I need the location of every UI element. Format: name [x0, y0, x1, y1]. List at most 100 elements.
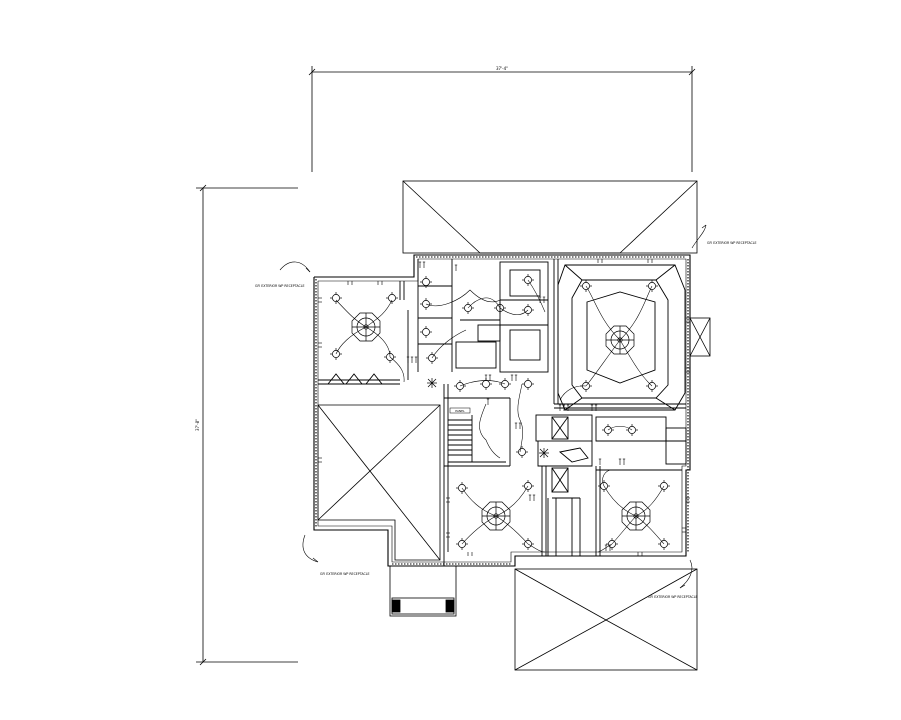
right-bump-roof [689, 317, 711, 357]
receptacle-icon [318, 457, 322, 463]
receptacle-icon [647, 259, 653, 263]
switch-icon [514, 374, 518, 381]
exhaust-fan-icon [427, 378, 437, 388]
light-fixture-icon [602, 424, 614, 436]
light-fixture-icon [454, 380, 466, 392]
receptacles [318, 259, 690, 556]
switch-icon [604, 544, 608, 551]
light-fixture-icon [522, 378, 534, 390]
callout-top-right: GFI EXTERIOR WP RECEPTACLE [691, 224, 757, 249]
light-fixture-icon [494, 302, 506, 314]
light-fixture-icon [646, 280, 658, 292]
exterior-walls [313, 254, 691, 567]
top-roof [402, 180, 698, 254]
callout-lower-left-text: GFI EXTERIOR WP RECEPTACLE [320, 572, 370, 576]
switch-icon [414, 356, 418, 363]
front-porch [389, 565, 457, 617]
switch-icon [598, 458, 602, 465]
light-fixture-icon [330, 348, 342, 360]
switch-icon [618, 458, 622, 465]
switch-icon [418, 261, 422, 268]
wiring [335, 279, 665, 553]
switch-icon [528, 494, 532, 501]
switch-icon [594, 404, 598, 411]
light-fixture-icon [384, 351, 396, 363]
switch-icon [484, 374, 488, 381]
callout-top-right-text: GFI EXTERIOR WP RECEPTACLE [707, 241, 757, 245]
light-fixture-icon [456, 482, 468, 494]
switch-icon [454, 264, 458, 271]
light-fixture-icon [522, 274, 534, 286]
switch-icon [510, 374, 514, 381]
callout-lower-right: GFI EXTERIOR WP RECEPTACLE [648, 559, 698, 599]
switch-icon [538, 296, 542, 303]
light-fixture-icon [658, 480, 670, 492]
light-fixture-icon [658, 538, 670, 550]
light-fixture-icon [626, 424, 638, 436]
light-fixture-icon [420, 298, 432, 310]
receptacle-icon [467, 552, 473, 556]
switch-icon [518, 422, 522, 429]
light-fixture-icon [606, 538, 618, 550]
switch-icon [486, 398, 490, 405]
light-fixture-icon [420, 326, 432, 338]
left-dimension-label: 37'-8" [195, 419, 200, 431]
switch-icon [410, 356, 414, 363]
light-fixture-icon [462, 302, 474, 314]
ceiling-fans [351, 312, 651, 531]
light-fixture-icon [499, 378, 511, 390]
exhaust-fans [427, 378, 549, 458]
light-fixture-icon [598, 480, 610, 492]
receptacle-icon [686, 497, 690, 503]
panel-label: PANEL [449, 407, 471, 414]
switch-icon [406, 356, 410, 363]
switch-icon [542, 296, 546, 303]
top-dimension-label: 37'-4" [496, 66, 508, 71]
receptacle-icon [446, 497, 450, 503]
bottom-roof [514, 568, 698, 671]
receptacle-icon [637, 552, 643, 556]
switch-icon [566, 404, 570, 411]
light-fixture-icon [646, 380, 658, 392]
light-fixture-icon [522, 304, 534, 316]
callout-lower-left: GFI EXTERIOR WP RECEPTACLE [302, 534, 370, 576]
receptacle-icon [377, 281, 383, 285]
interior-walls [318, 259, 687, 566]
light-fixture-icon [386, 292, 398, 304]
switch-icon [562, 404, 566, 411]
receptacle-icon [686, 367, 690, 373]
exhaust-fan-icon [539, 448, 549, 458]
light-fixture-icon [516, 446, 528, 458]
light-fixture-icon [522, 538, 534, 550]
left-garage-roof [317, 404, 441, 561]
ceiling-fan-icon [605, 325, 635, 355]
switch-icon [558, 404, 562, 411]
light-fixture-icon [426, 352, 438, 364]
receptacle-icon [318, 342, 322, 348]
callout-upper-left: GFI EXTERIOR WP RECEPTACLE [255, 261, 311, 288]
switch-icon [488, 374, 492, 381]
callout-lower-right-text: GFI EXTERIOR WP RECEPTACLE [648, 595, 698, 599]
left-dimension: 37'-8" [195, 184, 298, 666]
callout-upper-left-text: GFI EXTERIOR WP RECEPTACLE [255, 284, 305, 288]
light-fixture-icon [420, 276, 432, 288]
receptacle-icon [597, 259, 603, 263]
receptacle-icon [318, 297, 322, 303]
receptacle-icon [682, 527, 686, 533]
light-fixture-icon [330, 292, 342, 304]
switches [406, 261, 626, 551]
light-fixture-icon [522, 480, 534, 492]
light-fixture-icon [580, 280, 592, 292]
switch-icon [590, 404, 594, 411]
panel-label-text: PANEL [455, 409, 465, 413]
receptacle-icon [347, 281, 353, 285]
receptacle-icon [446, 532, 450, 538]
switch-icon [622, 458, 626, 465]
receptacle-icon [686, 317, 690, 323]
light-fixture-icon [456, 538, 468, 550]
top-dimension: 37'-4" [308, 66, 696, 172]
switch-icon [514, 422, 518, 429]
switch-icon [422, 261, 426, 268]
switch-icon [532, 494, 536, 501]
